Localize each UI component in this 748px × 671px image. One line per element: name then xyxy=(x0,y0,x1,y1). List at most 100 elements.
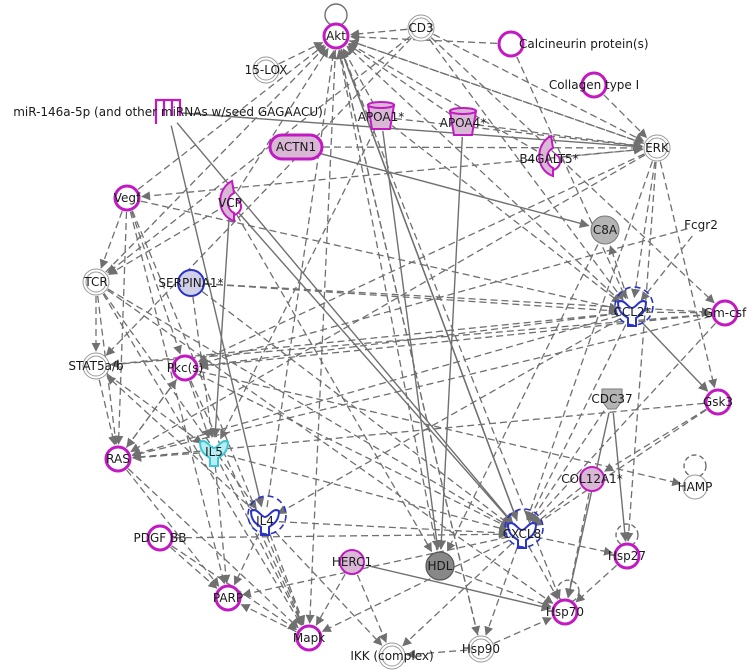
edge-ras-parp xyxy=(126,469,220,587)
node-ras[interactable]: RAS xyxy=(104,445,132,473)
edge-apoa1-il5 xyxy=(220,129,376,440)
node-shape xyxy=(171,354,199,382)
node-lox15[interactable]: 15-LOX xyxy=(245,56,288,84)
node-vegf[interactable]: Vegf xyxy=(113,184,141,212)
node-cxcl8[interactable]: CXCL8 xyxy=(503,508,544,549)
node-actn1[interactable]: ACTN1 xyxy=(268,133,324,161)
edge-tcr-akt xyxy=(105,46,327,273)
node-tcr[interactable]: TCR xyxy=(82,268,110,296)
node-label: CDC37 xyxy=(591,392,632,406)
node-erk[interactable]: ERK xyxy=(643,134,671,162)
node-vcp[interactable]: VCP xyxy=(218,179,242,223)
node-label: Mapk xyxy=(293,631,325,645)
node-hdl[interactable]: HDL xyxy=(425,551,455,581)
edge-serpina1-cxcl8 xyxy=(201,290,511,526)
node-label: HERC1 xyxy=(332,555,372,569)
edge-apoa4-erk xyxy=(476,124,644,150)
edge-ccl2-gsk3 xyxy=(641,321,709,392)
edge-lox15-akt xyxy=(278,42,324,65)
node-akt[interactable]: Akt xyxy=(322,22,350,50)
edge-il4-stat5 xyxy=(106,375,256,512)
edge-vcp-tcr xyxy=(108,209,219,275)
node-fcgr2[interactable]: Fcgr2 xyxy=(684,218,718,232)
node-label: RAS xyxy=(106,452,130,466)
node-shape xyxy=(538,134,555,178)
node-stat5[interactable]: STAT5a/b xyxy=(68,352,124,380)
edge-stat5-ras xyxy=(98,379,118,446)
edge-herc1-ikk xyxy=(356,574,388,644)
edge-akt-erk xyxy=(348,39,644,145)
node-apoa1[interactable]: APOA1* xyxy=(358,101,405,130)
edge-il5-mapk xyxy=(219,464,303,626)
node-label: APOA1* xyxy=(358,110,405,124)
node-shape-top xyxy=(449,107,477,115)
node-gmcsf[interactable]: Gm-csf xyxy=(704,299,747,327)
node-shape xyxy=(711,299,739,327)
node-mir146a[interactable]: miR-146a-5p (and other miRNAs w/seed GAG… xyxy=(13,98,323,124)
node-label: Akt xyxy=(326,29,346,43)
node-label: IKK (complex) xyxy=(350,649,433,663)
node-c8a[interactable]: C8A xyxy=(590,215,620,245)
node-pdgfbb[interactable]: PDGF BB xyxy=(134,524,187,552)
edge-tcr-cxcl8 xyxy=(107,288,510,527)
node-label: TCR xyxy=(83,275,107,289)
node-shape-inner xyxy=(646,137,668,159)
edge-col12a1-hsp70 xyxy=(565,492,590,599)
edge-il5-parp xyxy=(214,465,231,585)
node-hsp27[interactable]: Hsp27 xyxy=(608,542,646,570)
node-cd3[interactable]: CD3 xyxy=(407,14,435,42)
edge-vegf-ccl2 xyxy=(140,200,619,312)
node-il4[interactable]: IL4 xyxy=(247,495,287,536)
node-self-loop xyxy=(247,495,287,535)
edge-herc1-hsp70 xyxy=(365,564,552,612)
edge-ccl2-stat5 xyxy=(109,312,619,369)
node-label: HDL xyxy=(428,559,453,573)
edge-calcineurin-ccl2 xyxy=(516,56,627,300)
node-ikk[interactable]: IKK (complex) xyxy=(350,642,434,670)
node-self-loop xyxy=(614,286,654,326)
edge-cd3-ccl2 xyxy=(428,38,624,301)
node-il5[interactable]: IL5 xyxy=(198,440,230,467)
node-hamp[interactable]: HAMP xyxy=(678,474,713,500)
edge-fcgr2-ccl2 xyxy=(640,235,693,301)
node-herc1[interactable]: HERC1 xyxy=(332,549,372,575)
node-col12a1[interactable]: COL12A1* xyxy=(561,466,623,492)
node-hsp70[interactable]: Hsp70 xyxy=(546,598,584,626)
node-label: CD3 xyxy=(408,21,433,35)
node-hsp90[interactable]: Hsp90 xyxy=(462,635,500,663)
edge-ccl2-cxcl8 xyxy=(528,324,627,522)
node-label: IL4 xyxy=(256,514,274,528)
node-b4galt5[interactable]: B4GALT5* xyxy=(519,134,579,178)
node-shape xyxy=(219,179,236,223)
node-label: Vegf xyxy=(114,191,141,205)
node-shape xyxy=(198,440,230,467)
node-label: PARP xyxy=(213,591,243,605)
node-shape xyxy=(551,598,579,626)
node-collagen[interactable]: Collagen type I xyxy=(549,71,639,99)
node-shape xyxy=(601,388,623,410)
node-shape-jaw xyxy=(552,153,561,171)
edge-cxcl8-hsp27 xyxy=(535,536,614,556)
edge-tcr-ras xyxy=(97,295,120,446)
node-apoa4[interactable]: APOA4* xyxy=(440,107,487,136)
edge-cdc37-cxcl8 xyxy=(529,410,605,523)
node-shape xyxy=(425,551,455,581)
edge-gmcsf-ras xyxy=(131,315,712,459)
node-pkc[interactable]: Pkc(s) xyxy=(167,354,203,382)
edge-pkc-hamp xyxy=(198,370,682,487)
node-label: PDGF BB xyxy=(134,531,187,545)
node-mapk[interactable]: Mapk xyxy=(293,624,325,652)
node-gsk3[interactable]: Gsk3 xyxy=(703,388,733,416)
edge-vegf-tcr xyxy=(99,210,123,269)
edge-collagen-erk xyxy=(603,94,648,139)
node-ccl2[interactable]: CCL2* xyxy=(613,286,654,327)
node-cdc37[interactable]: CDC37 xyxy=(591,388,633,410)
node-shape xyxy=(146,524,174,552)
node-parp[interactable]: PARP xyxy=(213,584,243,612)
node-serpina1[interactable]: SERPINA1* xyxy=(158,269,224,297)
edge-gmcsf-pkc xyxy=(198,313,712,371)
node-calcineurin[interactable]: Calcineurin protein(s) xyxy=(497,30,649,58)
